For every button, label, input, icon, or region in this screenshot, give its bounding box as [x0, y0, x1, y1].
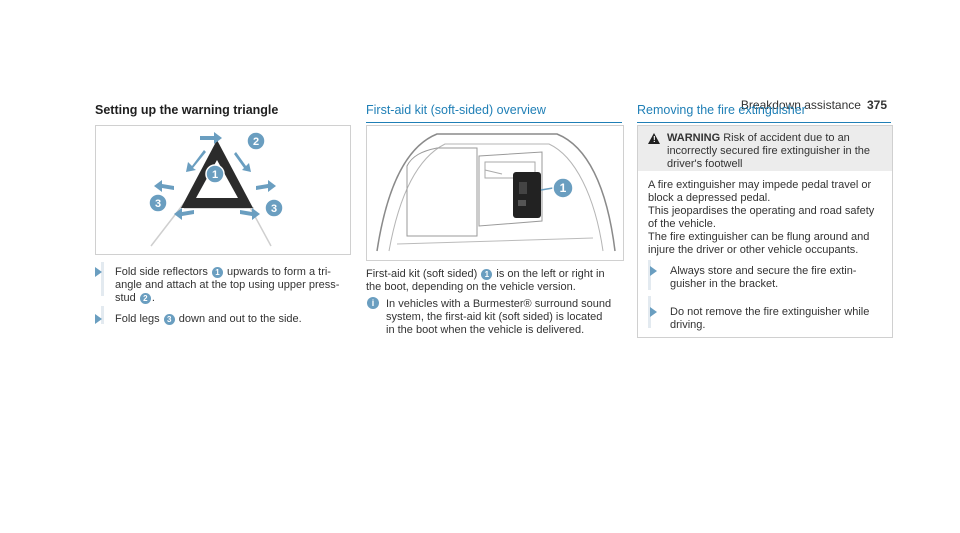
section-name: Breakdown assistance [740, 98, 861, 112]
section-warning-triangle: Setting up the warning triangle [95, 103, 349, 122]
section-title: Setting up the warning triangle [95, 103, 279, 117]
warning-box: ! WARNING Risk of accident due to an inc… [637, 125, 893, 338]
svg-text:1: 1 [212, 169, 218, 181]
callout-3-left: 3 [148, 193, 168, 213]
step-bar [101, 306, 104, 324]
section-title: First-aid kit (soft-sided) overview [366, 103, 622, 123]
svg-text:3: 3 [271, 203, 277, 215]
warning-label: WARNING [667, 132, 721, 144]
section-title: Removing the fire extinguisher [637, 103, 891, 123]
info-icon: i [367, 297, 379, 309]
callout-ref: 3 [163, 314, 175, 325]
running-header: Breakdown assistance 375 [741, 98, 887, 112]
step-bar [648, 260, 651, 290]
step-arrow-icon [95, 267, 102, 277]
section-first-aid-kit: First-aid kit (soft-sided) overview [366, 103, 622, 123]
step-arrow-icon [650, 266, 657, 276]
warning-triangle-figure: 1 2 3 3 [95, 125, 351, 255]
step-arrow-icon [95, 314, 102, 324]
section-fire-extinguisher: Removing the fire extinguisher [637, 103, 891, 123]
callout-3-right: 3 [264, 198, 284, 218]
callout-ref: 1 [211, 267, 223, 278]
first-aid-paragraph: First-aid kit (soft sided) 1 is on the l… [366, 268, 605, 293]
boot-illustration: 1 [376, 133, 616, 252]
step-arrow-icon [650, 307, 657, 317]
warning-triangle-icon [648, 133, 660, 144]
warning-header: ! WARNING Risk of accident due to an inc… [638, 126, 892, 171]
page-number: 375 [866, 98, 887, 112]
step-bar [648, 296, 651, 328]
boot-figure: 1 [366, 125, 624, 261]
info-note: In vehicles with a Burmester® surround s… [386, 298, 612, 336]
callout-2: 2 [246, 131, 266, 151]
callout-1: 1 [552, 177, 574, 199]
svg-text:1: 1 [560, 181, 567, 195]
warning-triangle-illustration: 1 2 3 3 [148, 131, 284, 247]
svg-text:2: 2 [253, 136, 259, 148]
callout-ref: 2 [139, 293, 151, 304]
warning-body: A fire extinguisher may impede pedal tra… [648, 179, 875, 256]
svg-text:3: 3 [155, 198, 161, 210]
callout-ref: 1 [481, 269, 493, 280]
callout-1: 1 [205, 164, 225, 184]
step-bar [101, 262, 104, 296]
